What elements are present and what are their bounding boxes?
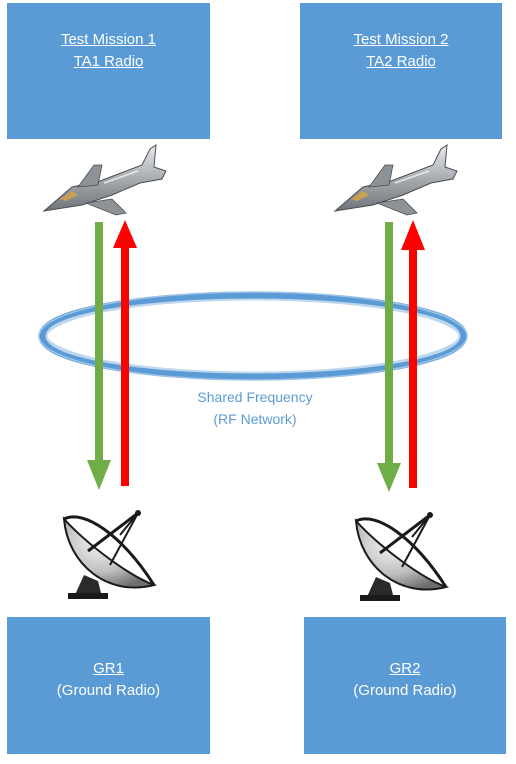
fighter-jet-icon [333,144,458,216]
ground-radio-2-box: GR2 (Ground Radio) [304,617,506,754]
test-mission-2-box: Test Mission 2 TA2 Radio [300,3,502,139]
network-label: Shared Frequency [197,389,313,405]
fighter-jet-icon [42,144,167,216]
box-title[interactable]: GR2 [389,660,421,677]
satellite-dish-icon [354,512,450,601]
box-title[interactable]: Test Mission 2 [353,31,449,48]
box-subtitle[interactable]: TA2 Radio [366,53,436,70]
right-uplink-arrow [401,220,425,488]
rf-network-ring [38,291,468,381]
box-title[interactable]: Test Mission 1 [60,31,157,48]
satellite-dish-icon [62,510,158,599]
ground-radio-1-box: GR1 (Ground Radio) [7,617,210,754]
network-sublabel: (RF Network) [213,411,297,427]
box-subtitle: (Ground Radio) [56,682,161,699]
left-downlink-arrow [87,222,111,490]
box-subtitle[interactable]: TA1 Radio [73,53,144,70]
right-downlink-arrow [377,222,401,492]
test-mission-1-box: Test Mission 1 TA1 Radio [7,3,210,139]
left-uplink-arrow [113,220,137,486]
box-title[interactable]: GR1 [93,660,124,677]
box-subtitle: (Ground Radio) [353,682,457,699]
